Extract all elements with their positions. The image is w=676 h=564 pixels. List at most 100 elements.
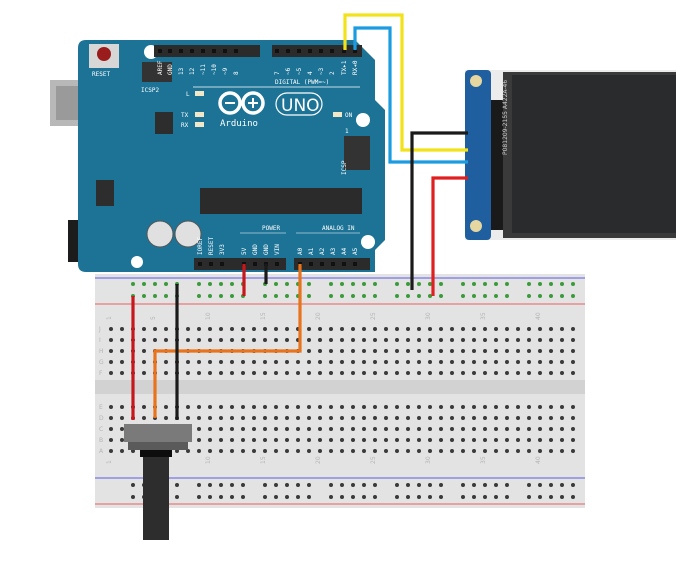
rail-hole[interactable] [538, 294, 542, 298]
breadboard-hole[interactable] [329, 349, 333, 353]
rail-hole[interactable] [340, 495, 344, 499]
breadboard-hole[interactable] [494, 349, 498, 353]
breadboard-hole[interactable] [494, 449, 498, 453]
rail-hole[interactable] [329, 282, 333, 286]
rail-hole[interactable] [527, 282, 531, 286]
breadboard-hole[interactable] [340, 449, 344, 453]
breadboard-hole[interactable] [219, 438, 223, 442]
breadboard-hole[interactable] [494, 360, 498, 364]
rail-hole[interactable] [307, 282, 311, 286]
rail-hole[interactable] [307, 483, 311, 487]
breadboard-hole[interactable] [197, 427, 201, 431]
breadboard-hole[interactable] [197, 438, 201, 442]
breadboard-hole[interactable] [109, 327, 113, 331]
rail-hole[interactable] [483, 294, 487, 298]
rail-hole[interactable] [362, 282, 366, 286]
header-pin[interactable] [168, 49, 172, 53]
breadboard-hole[interactable] [164, 360, 168, 364]
breadboard-hole[interactable] [483, 416, 487, 420]
breadboard-hole[interactable] [483, 327, 487, 331]
breadboard-hole[interactable] [241, 360, 245, 364]
breadboard-hole[interactable] [362, 438, 366, 442]
breadboard-hole[interactable] [263, 371, 267, 375]
breadboard-hole[interactable] [461, 449, 465, 453]
breadboard-hole[interactable] [263, 449, 267, 453]
breadboard-hole[interactable] [406, 416, 410, 420]
breadboard-hole[interactable] [472, 349, 476, 353]
breadboard-hole[interactable] [406, 371, 410, 375]
rail-hole[interactable] [219, 483, 223, 487]
breadboard-hole[interactable] [274, 371, 278, 375]
breadboard-hole[interactable] [307, 338, 311, 342]
rail-hole[interactable] [571, 282, 575, 286]
breadboard-hole[interactable] [351, 360, 355, 364]
breadboard-hole[interactable] [549, 449, 553, 453]
breadboard-hole[interactable] [373, 371, 377, 375]
breadboard-hole[interactable] [571, 405, 575, 409]
header-pin[interactable] [223, 49, 227, 53]
breadboard-hole[interactable] [395, 449, 399, 453]
rail-hole[interactable] [461, 282, 465, 286]
breadboard-hole[interactable] [285, 371, 289, 375]
breadboard-hole[interactable] [208, 449, 212, 453]
rail-hole[interactable] [131, 282, 135, 286]
breadboard-hole[interactable] [472, 416, 476, 420]
breadboard-hole[interactable] [274, 338, 278, 342]
breadboard-hole[interactable] [560, 327, 564, 331]
breadboard-hole[interactable] [120, 371, 124, 375]
breadboard-hole[interactable] [450, 438, 454, 442]
breadboard-hole[interactable] [109, 360, 113, 364]
breadboard-hole[interactable] [384, 371, 388, 375]
breadboard-hole[interactable] [461, 338, 465, 342]
breadboard-hole[interactable] [450, 416, 454, 420]
header-pin[interactable] [234, 49, 238, 53]
breadboard-hole[interactable] [318, 427, 322, 431]
breadboard-hole[interactable] [538, 438, 542, 442]
header-pin[interactable] [330, 49, 334, 53]
breadboard-hole[interactable] [494, 338, 498, 342]
breadboard-hole[interactable] [549, 360, 553, 364]
breadboard-hole[interactable] [516, 338, 520, 342]
breadboard-hole[interactable] [340, 338, 344, 342]
breadboard-hole[interactable] [120, 438, 124, 442]
breadboard-hole[interactable] [329, 371, 333, 375]
wire-rx-to-display[interactable] [353, 26, 468, 164]
header-pin[interactable] [253, 262, 257, 266]
rail-hole[interactable] [329, 483, 333, 487]
rail-hole[interactable] [274, 282, 278, 286]
rail-hole[interactable] [472, 282, 476, 286]
breadboard-hole[interactable] [296, 360, 300, 364]
breadboard-hole[interactable] [142, 349, 146, 353]
breadboard-hole[interactable] [219, 449, 223, 453]
breadboard-hole[interactable] [197, 338, 201, 342]
breadboard-hole[interactable] [164, 416, 168, 420]
rail-hole[interactable] [208, 282, 212, 286]
rail-hole[interactable] [505, 294, 509, 298]
rail-hole[interactable] [274, 294, 278, 298]
breadboard-hole[interactable] [208, 360, 212, 364]
breadboard-hole[interactable] [428, 338, 432, 342]
breadboard-hole[interactable] [197, 405, 201, 409]
breadboard-hole[interactable] [142, 327, 146, 331]
breadboard-hole[interactable] [120, 449, 124, 453]
rail-hole[interactable] [395, 483, 399, 487]
breadboard-hole[interactable] [527, 427, 531, 431]
rail-hole[interactable] [527, 483, 531, 487]
breadboard-hole[interactable] [318, 360, 322, 364]
rail-hole[interactable] [494, 483, 498, 487]
breadboard-hole[interactable] [307, 327, 311, 331]
rail-hole[interactable] [285, 483, 289, 487]
breadboard-hole[interactable] [450, 405, 454, 409]
rail-hole[interactable] [417, 483, 421, 487]
breadboard-hole[interactable] [307, 360, 311, 364]
breadboard-hole[interactable] [516, 371, 520, 375]
rail-hole[interactable] [164, 294, 168, 298]
breadboard-hole[interactable] [219, 338, 223, 342]
breadboard-hole[interactable] [571, 327, 575, 331]
rail-hole[interactable] [230, 483, 234, 487]
breadboard-hole[interactable] [197, 449, 201, 453]
rail-hole[interactable] [439, 294, 443, 298]
breadboard-hole[interactable] [241, 405, 245, 409]
breadboard-hole[interactable] [406, 405, 410, 409]
rail-hole[interactable] [340, 483, 344, 487]
